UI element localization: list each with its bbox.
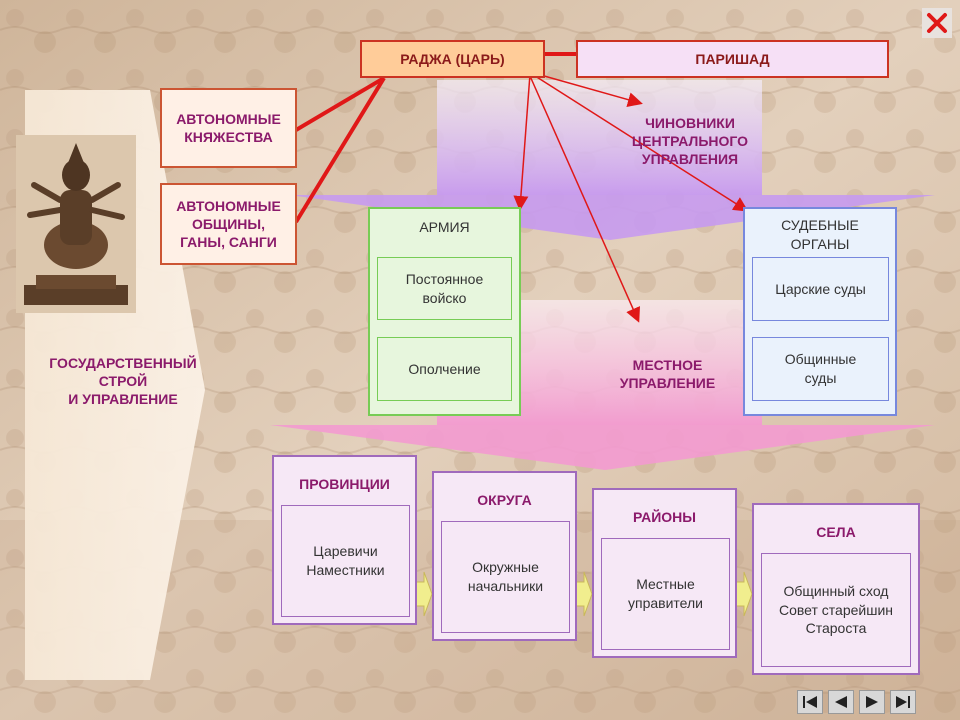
local-government-label: МЕСТНОЕ УПРАВЛЕНИЕ xyxy=(619,356,716,391)
autonomous-principalities-box: АВТОНОМНЫЕ КНЯЖЕСТВА xyxy=(160,88,297,168)
close-button[interactable] xyxy=(922,8,952,38)
army-title: АРМИЯ xyxy=(419,218,470,235)
nav-next-button[interactable] xyxy=(859,690,885,714)
provinces-title: ПРОВИНЦИИ xyxy=(299,476,390,492)
central-officials-label: ЧИНОВНИКИ ЦЕНТРАЛЬНОГО УПРАВЛЕНИЯ xyxy=(631,114,749,168)
close-icon xyxy=(927,13,947,33)
nav-prev-button[interactable] xyxy=(828,690,854,714)
next-icon xyxy=(866,696,878,708)
districts-content: Окружные начальники xyxy=(441,521,570,633)
judicial-title: СУДЕБНЫЕ ОРГАНЫ xyxy=(781,217,859,252)
districts-title: ОКРУГА xyxy=(477,492,532,508)
state-system-label: ГОСУДАРСТВЕННЫЙ СТРОЙ И УПРАВЛЕНИЕ xyxy=(49,354,197,408)
nav-last-button[interactable] xyxy=(890,690,916,714)
royal-courts-box: Царские суды xyxy=(752,257,889,321)
militia-box: Ополчение xyxy=(377,337,512,401)
provinces-panel: ПРОВИНЦИИ Царевичи Наместники xyxy=(272,455,417,625)
prev-icon xyxy=(835,696,847,708)
regions-panel: РАЙОНЫ Местные управители xyxy=(592,488,737,658)
standing-army-box: Постоянное войско xyxy=(377,257,512,320)
judicial-panel: СУДЕБНЫЕ ОРГАНЫ Царские суды Общинные су… xyxy=(743,207,897,416)
parishad-box: ПАРИШАД xyxy=(576,40,889,78)
first-icon xyxy=(803,696,817,708)
villages-content: Общинный сход Совет старейшин Староста xyxy=(761,553,911,667)
districts-panel: ОКРУГА Окружные начальники xyxy=(432,471,577,641)
community-courts-box: Общинные суды xyxy=(752,337,889,401)
autonomous-communities-box: АВТОНОМНЫЕ ОБЩИНЫ, ГАНЫ, САНГИ xyxy=(160,183,297,265)
regions-title: РАЙОНЫ xyxy=(633,509,696,525)
nav-first-button[interactable] xyxy=(797,690,823,714)
statue-image xyxy=(16,135,136,313)
last-icon xyxy=(896,696,910,708)
raja-box: РАДЖА (ЦАРЬ) xyxy=(360,40,545,78)
army-panel: АРМИЯ Постоянное войско Ополчение xyxy=(368,207,521,416)
provinces-content: Царевичи Наместники xyxy=(281,505,410,617)
villages-panel: СЕЛА Общинный сход Совет старейшин Старо… xyxy=(752,503,920,675)
villages-title: СЕЛА xyxy=(816,524,856,540)
regions-content: Местные управители xyxy=(601,538,730,650)
